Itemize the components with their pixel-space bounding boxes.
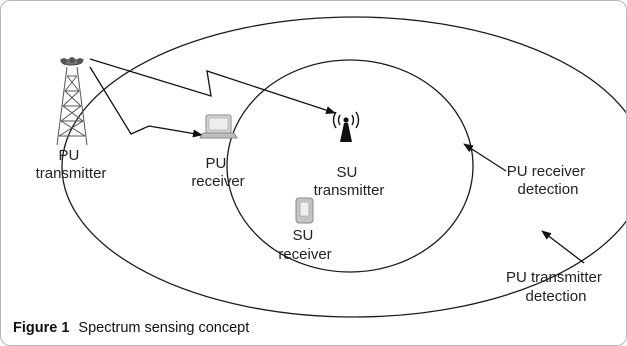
pu-transmitter-detection-range [61,16,626,318]
figure-title: Spectrum sensing concept [78,320,249,336]
su-receiver-label: SU receiver [278,227,331,263]
antenna-tower-icon [332,111,360,142]
lattice-tower-icon [56,57,88,146]
figure-number: Figure 1 [13,320,69,336]
pu-transmitter-label: PU transmitter [36,147,107,182]
phone-icon [295,197,314,224]
pu-receiver-label: PU receiver [191,155,244,190]
pointer-pu-transmitter-detection [541,230,585,264]
pu-receiver-detection-label: PU receiver detection [507,163,590,198]
su-transmitter-label: SU transmitter [314,164,385,199]
pu-transmitter-detection-label: PU transmitter detection [506,269,606,305]
pu-receiver-detection-range [226,59,474,273]
pointer-pu-receiver-detection [463,143,507,172]
figure-caption: Figure 1 Spectrum sensing concept [13,319,249,336]
laptop-icon [199,114,238,139]
link-pu-to-su-transmitter [89,58,336,114]
link-pu-to-pu-receiver [89,66,203,138]
